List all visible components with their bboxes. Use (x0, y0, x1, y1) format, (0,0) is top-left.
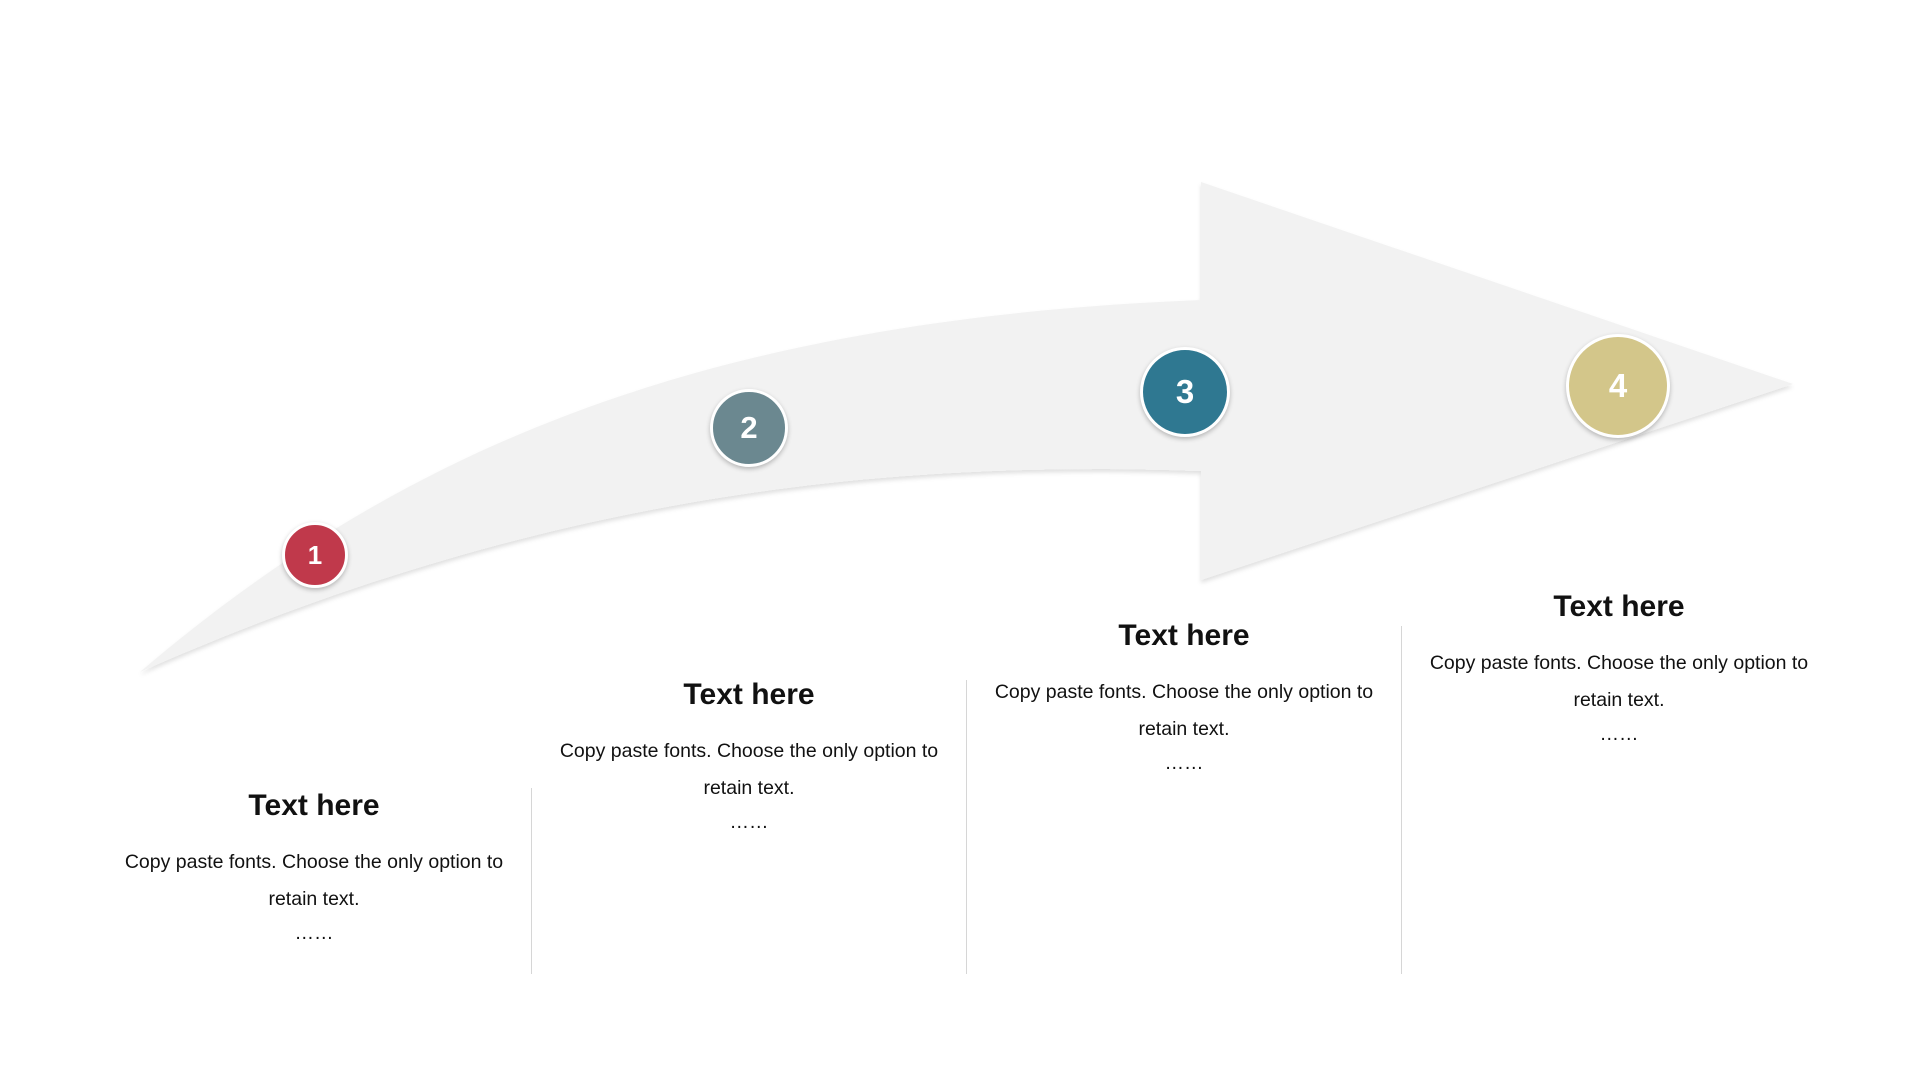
step-2-text: Text here Copy paste fonts. Choose the o… (549, 675, 949, 837)
divider-3 (1401, 626, 1402, 974)
divider-1 (531, 788, 532, 974)
divider-2 (966, 680, 967, 974)
step-3-title: Text here (1118, 619, 1250, 652)
step-2-number: 2 (740, 410, 758, 445)
step-1-marker: 1 (282, 522, 348, 588)
step-4-body: Copy paste fonts. Choose the only option… (1429, 652, 1809, 711)
step-2-body: Copy paste fonts. Choose the only option… (559, 740, 939, 799)
step-1-body: Copy paste fonts. Choose the only option… (124, 851, 504, 910)
step-2-ellipsis: …… (729, 811, 769, 833)
step-1-ellipsis: …… (294, 922, 334, 944)
arrow-body (140, 182, 1793, 672)
step-4-ellipsis: …… (1599, 723, 1639, 745)
step-3-ellipsis: …… (1164, 752, 1204, 774)
step-3-marker: 3 (1140, 347, 1230, 437)
step-3-text: Text here Copy paste fonts. Choose the o… (984, 616, 1384, 778)
step-2-marker: 2 (710, 389, 788, 467)
step-2-title: Text here (683, 678, 815, 711)
step-4-title: Text here (1553, 590, 1685, 623)
step-4-number: 4 (1608, 367, 1628, 404)
step-4-marker: 4 (1566, 334, 1670, 438)
step-3-number: 3 (1175, 373, 1195, 410)
step-4-text: Text here Copy paste fonts. Choose the o… (1419, 587, 1819, 749)
step-3-body: Copy paste fonts. Choose the only option… (994, 681, 1374, 740)
step-1-title: Text here (248, 789, 380, 822)
step-1-text: Text here Copy paste fonts. Choose the o… (114, 786, 514, 948)
step-1-number: 1 (307, 539, 323, 570)
